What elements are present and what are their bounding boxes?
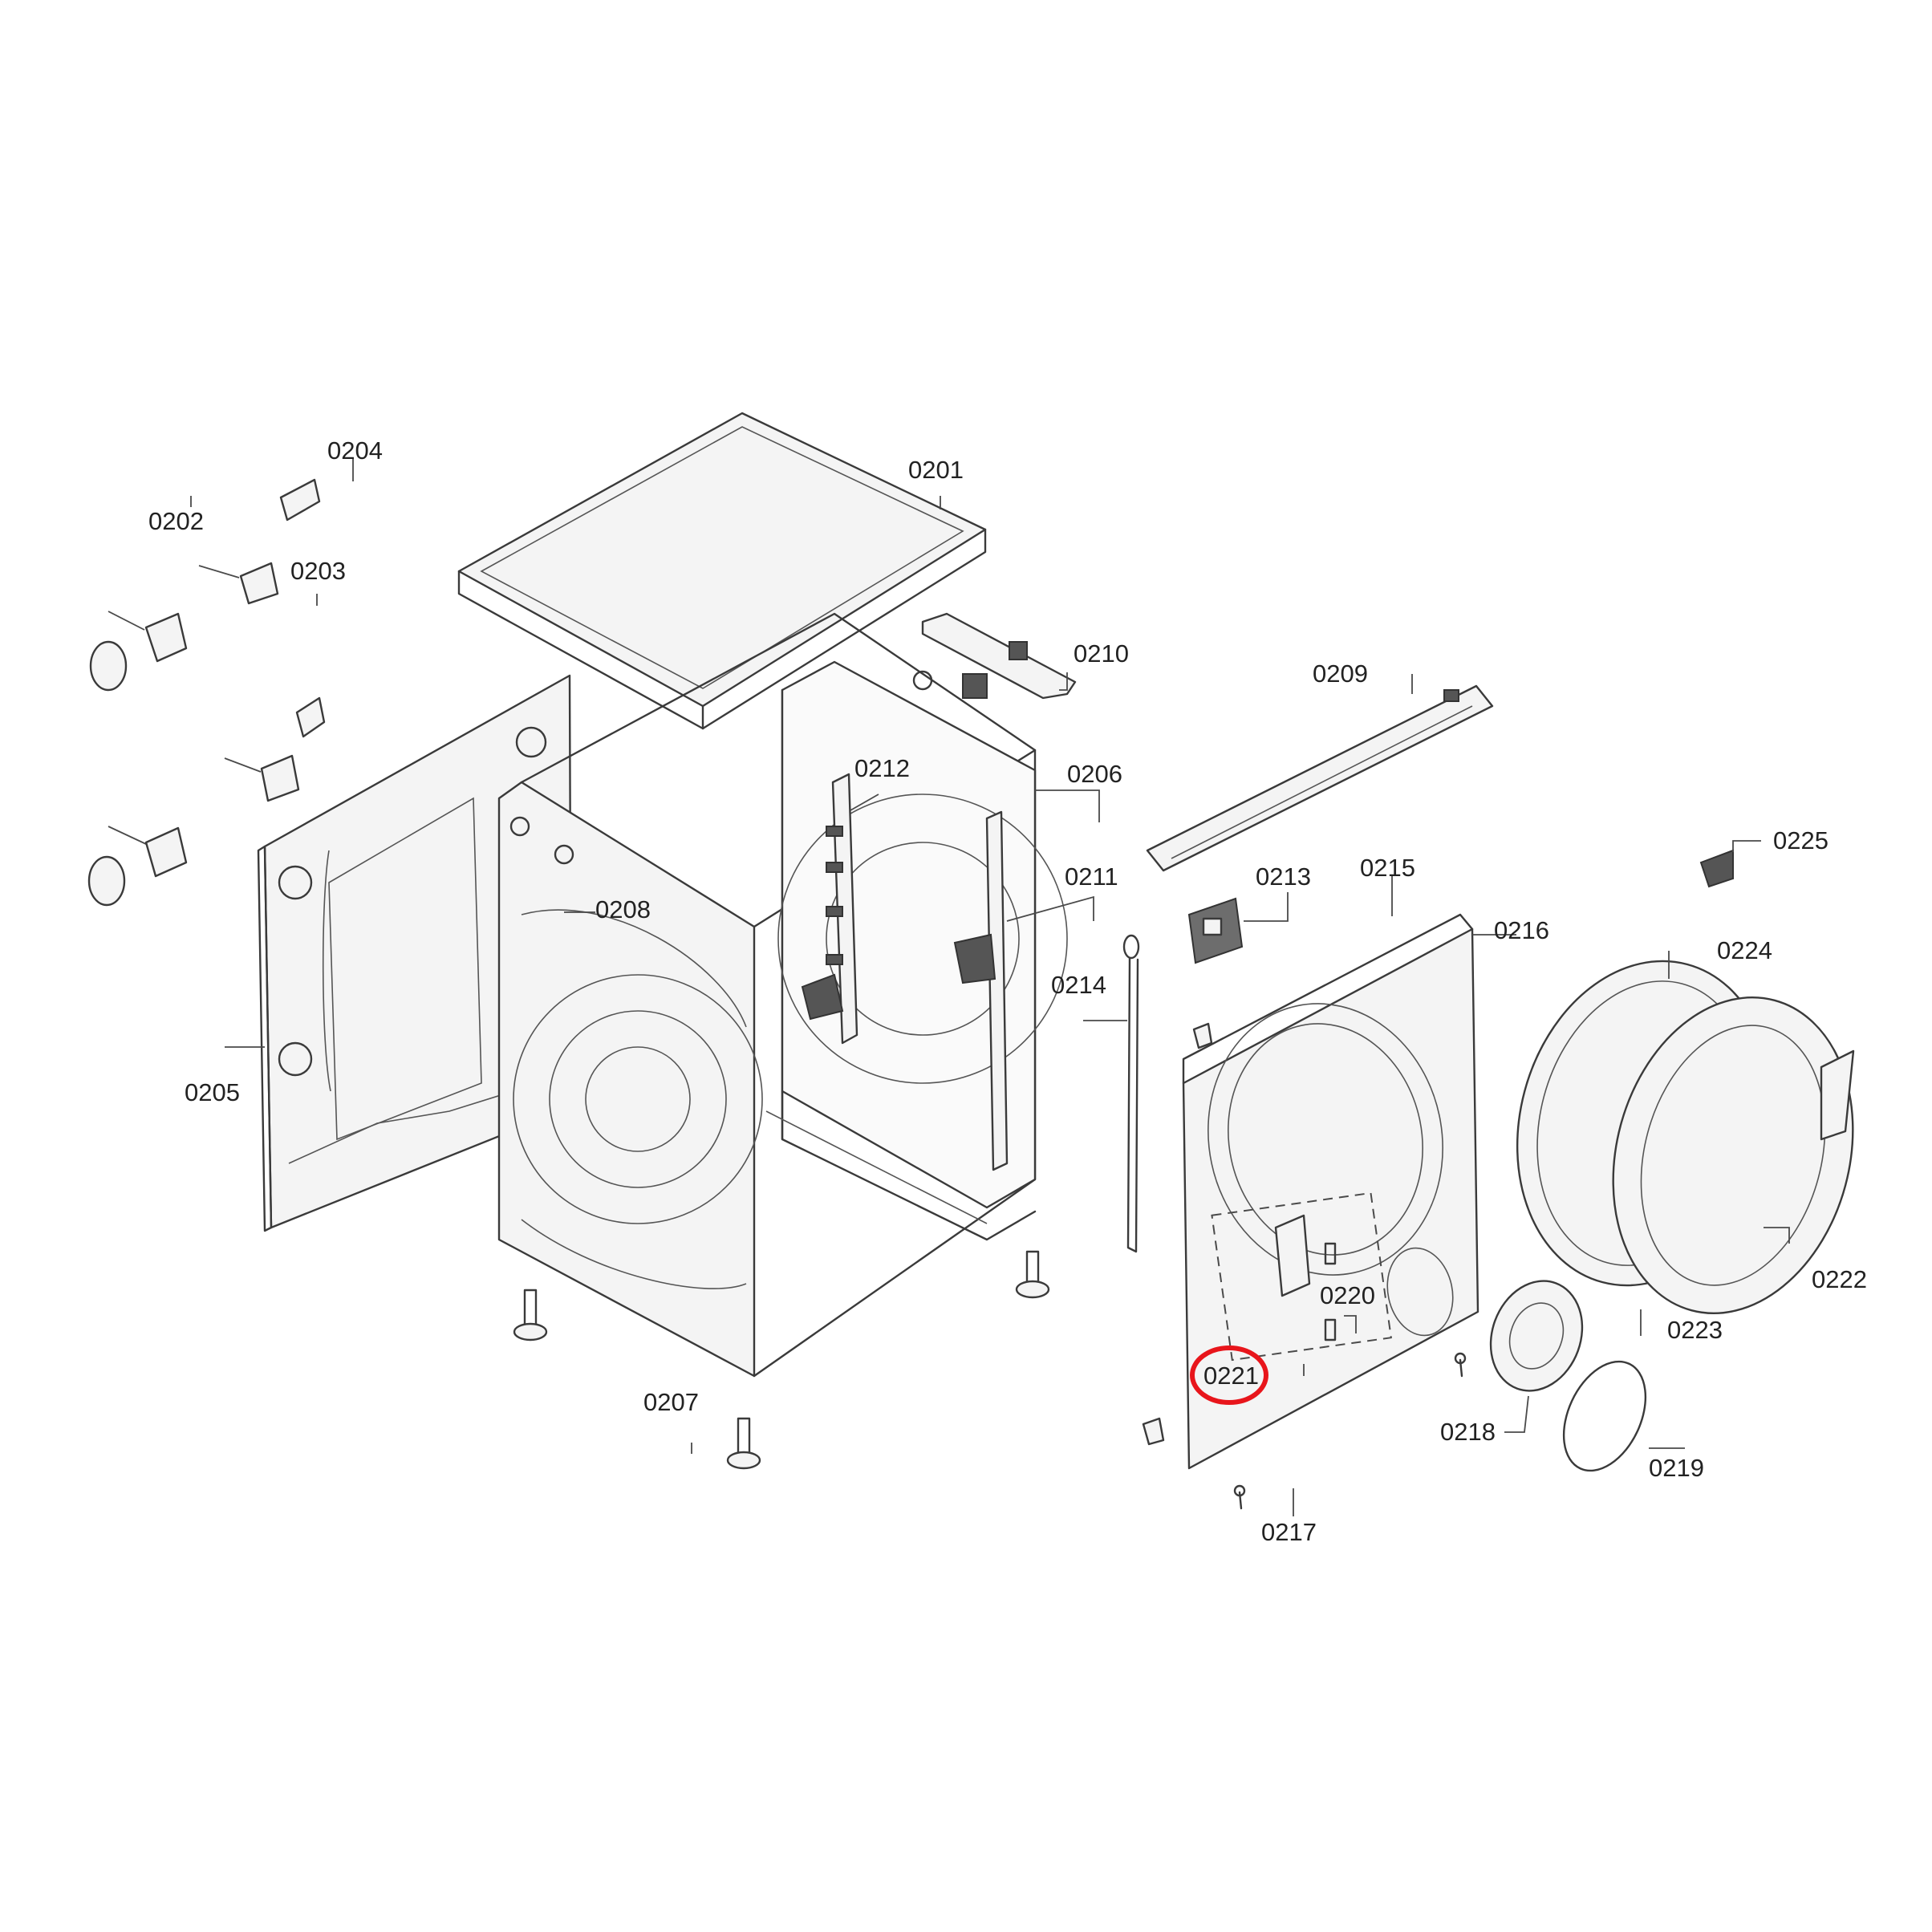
label-0217: 0217 (1261, 1518, 1317, 1546)
label-0201: 0201 (908, 456, 964, 484)
module-part (1187, 897, 1244, 964)
hinge-hardware-parts (87, 478, 326, 907)
label-0206: 0206 (1067, 760, 1122, 788)
label-0219: 0219 (1649, 1454, 1704, 1482)
top-cover-part (457, 412, 987, 730)
label-0221: 0221 (1203, 1362, 1259, 1390)
label-0212: 0212 (854, 754, 910, 782)
label-0216: 0216 (1494, 916, 1549, 944)
cabinet-body-part (497, 612, 1068, 1470)
label-0208: 0208 (595, 895, 651, 923)
front-panel-part (1182, 913, 1479, 1470)
top-front-rail-part (1146, 684, 1494, 872)
side-rail-parts (801, 773, 1009, 1171)
label-0204: 0204 (327, 436, 383, 465)
label-0202: 0202 (148, 507, 204, 535)
door-parts (1516, 849, 1855, 1314)
label-0213: 0213 (1256, 862, 1311, 891)
label-0210: 0210 (1074, 639, 1129, 668)
label-0223: 0223 (1667, 1316, 1723, 1344)
label-0225: 0225 (1773, 826, 1828, 854)
label-0224: 0224 (1717, 936, 1772, 964)
label-0220: 0220 (1320, 1281, 1375, 1309)
small-parts (1142, 1022, 1647, 1510)
leader-lines (190, 457, 1790, 1516)
rear-bracket-part (921, 612, 1077, 700)
label-0207: 0207 (643, 1388, 699, 1416)
label-0218: 0218 (1440, 1418, 1496, 1446)
label-0205: 0205 (185, 1078, 240, 1106)
label-0211: 0211 (1065, 862, 1118, 891)
part-labels: 0201 0202 0203 0204 0205 0206 0207 0208 … (148, 436, 1867, 1546)
label-0203: 0203 (290, 557, 346, 585)
label-0209: 0209 (1313, 660, 1368, 688)
rod-part (1122, 934, 1140, 1253)
label-0222: 0222 (1812, 1265, 1867, 1293)
label-0215: 0215 (1360, 854, 1415, 882)
highlight-circle-0221 (1190, 1346, 1268, 1405)
label-0214: 0214 (1051, 971, 1106, 999)
